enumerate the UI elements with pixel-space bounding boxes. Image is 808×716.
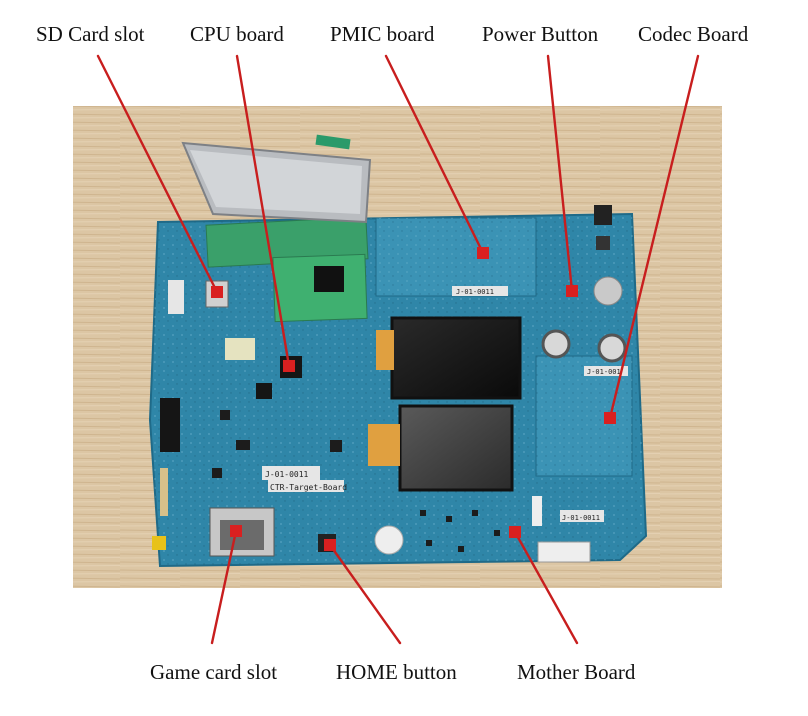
board-id-mother: J-01-0011 (562, 514, 600, 522)
upper-lcd (390, 316, 522, 400)
cpu-chip (280, 356, 302, 378)
label-cpu-board: CPU board (190, 22, 284, 46)
board-target-text: CTR-Target-Board (270, 483, 347, 492)
home-button-shape (318, 534, 336, 552)
board-id-pmic: J-01-0011 (456, 288, 494, 296)
left-connector (160, 398, 180, 452)
board-id-main: J-01-0011 (265, 470, 309, 479)
label-sd-card-slot: SD Card slot (36, 22, 145, 46)
coin-battery (593, 276, 623, 306)
lower-lcd (398, 404, 514, 492)
label-pmic-board: PMIC board (330, 22, 435, 46)
label-mother-board: Mother Board (517, 660, 636, 684)
board-id-codec: J-01-001 (587, 368, 621, 376)
label-game-card-slot: Game card slot (150, 660, 278, 684)
label-codec-board: Codec Board (638, 22, 749, 46)
label-power-button: Power Button (482, 22, 599, 46)
label-home-button: HOME button (336, 660, 457, 684)
sd-card-slot-shape (205, 280, 229, 308)
